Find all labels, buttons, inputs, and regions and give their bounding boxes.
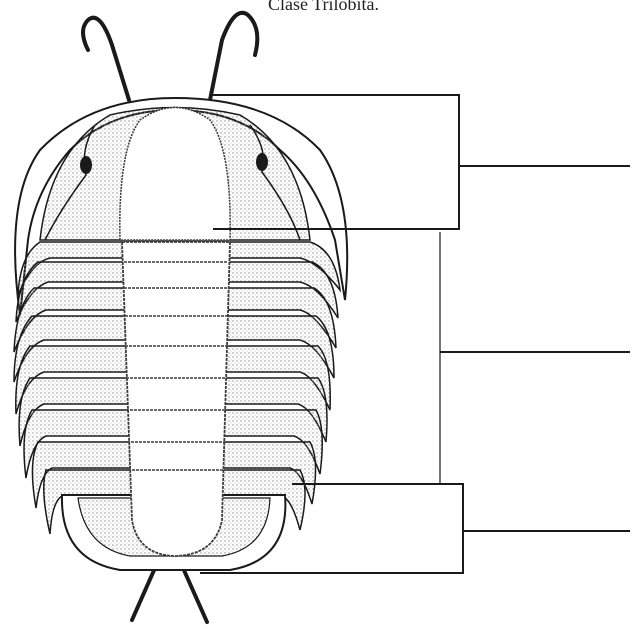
right-eye: [256, 153, 268, 171]
antennae: [83, 13, 257, 100]
right-tail-appendage: [183, 568, 207, 622]
tail-appendages: [132, 568, 207, 622]
left-eye: [80, 156, 92, 174]
axial-lobe: [122, 242, 230, 556]
left-tail-appendage: [132, 568, 155, 620]
left-antenna: [83, 18, 129, 100]
axial-lobe-outline: [122, 242, 230, 556]
right-antenna: [210, 13, 257, 100]
glabella: [120, 108, 230, 241]
